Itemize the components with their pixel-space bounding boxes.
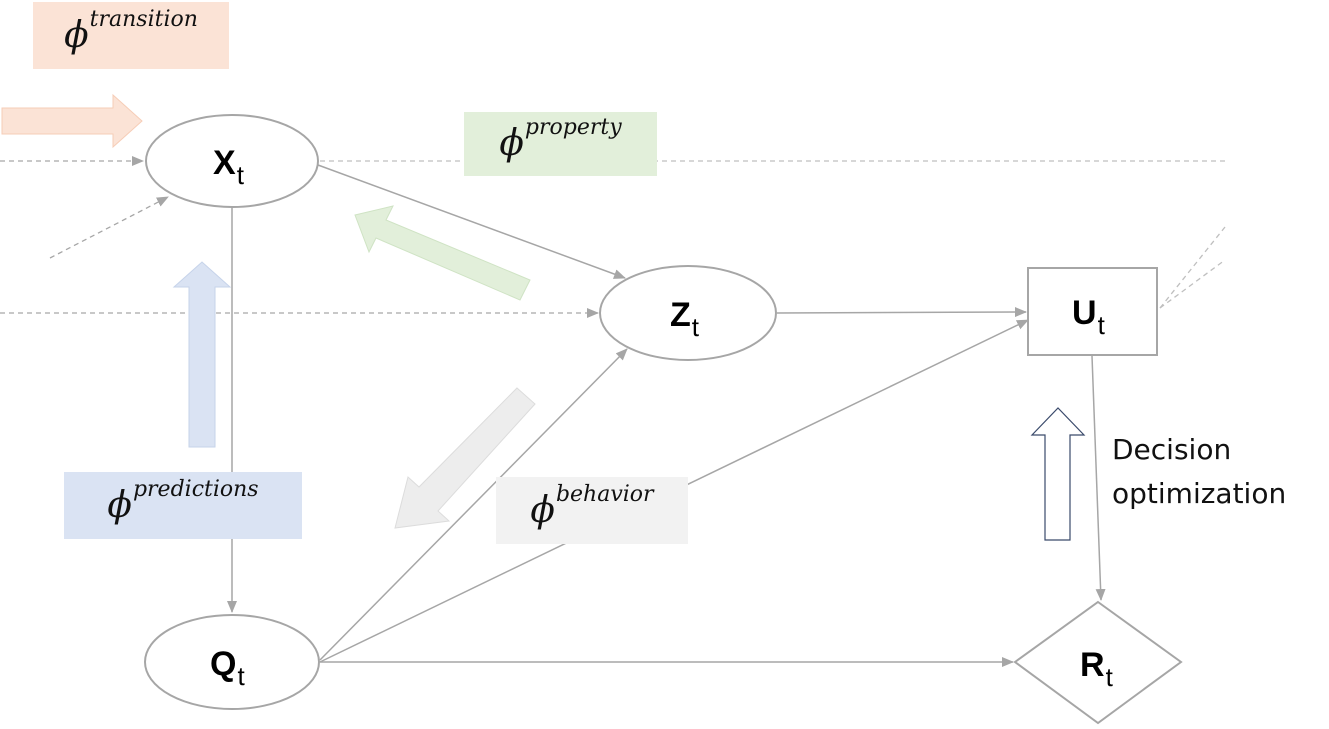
phi-property-superscript: property bbox=[524, 115, 622, 140]
node-z-ellipse bbox=[599, 265, 777, 361]
node-x-sub: t bbox=[236, 160, 244, 190]
edge-z-to-u bbox=[776, 307, 1027, 318]
node-q-sub: t bbox=[237, 661, 245, 691]
phi-behavior-symbol: ϕ bbox=[530, 489, 555, 531]
decision-optimization-block-arrow bbox=[1030, 407, 1086, 541]
phi-transition-symbol: ϕ bbox=[64, 14, 89, 56]
transition-block-arrow bbox=[1, 93, 143, 149]
phi-transition-superscript: transition bbox=[89, 6, 198, 32]
node-q-ellipse bbox=[144, 614, 320, 710]
predictions-block-arrow bbox=[172, 261, 232, 448]
decision-optimization-text: Decision optimization bbox=[1112, 428, 1286, 516]
node-r-diamond bbox=[1013, 600, 1183, 725]
edge-u-to-r bbox=[1091, 355, 1106, 601]
node-x-main: X bbox=[213, 144, 236, 182]
node-q-main: Q bbox=[210, 645, 237, 683]
node-r-main: R bbox=[1080, 646, 1105, 684]
dashed-line-u-exit-1 bbox=[1159, 226, 1226, 309]
node-q-label: Qt bbox=[210, 645, 245, 689]
decision-text-line-1: Decision bbox=[1112, 433, 1232, 466]
node-x-label: Xt bbox=[213, 144, 244, 188]
behavior-block-arrow bbox=[394, 387, 536, 529]
node-u-label: Ut bbox=[1072, 294, 1105, 338]
decision-text-line-2: optimization bbox=[1112, 477, 1287, 510]
node-r-label: Rt bbox=[1080, 646, 1113, 690]
node-u-rect bbox=[1027, 267, 1158, 356]
node-x-ellipse bbox=[145, 114, 319, 208]
node-u-main: U bbox=[1072, 294, 1097, 332]
dashed-line-diagonal-into-x bbox=[49, 196, 169, 259]
node-z-sub: t bbox=[691, 312, 700, 342]
phi-property-symbol: ϕ bbox=[499, 123, 524, 164]
node-z-main: Z bbox=[670, 296, 691, 334]
dashed-line-u-exit-2 bbox=[1159, 259, 1226, 309]
node-u-sub: t bbox=[1097, 310, 1105, 340]
edge-q-to-z bbox=[319, 348, 628, 661]
phi-predictions-superscript: predictions bbox=[132, 476, 259, 502]
phi-behavior-superscript: behavior bbox=[555, 481, 654, 507]
node-r-sub: t bbox=[1105, 662, 1113, 692]
node-z-label: Zt bbox=[670, 296, 699, 340]
property-block-arrow bbox=[354, 205, 531, 301]
phi-predictions-symbol: ϕ bbox=[107, 484, 132, 526]
edge-x-to-z bbox=[317, 164, 626, 279]
